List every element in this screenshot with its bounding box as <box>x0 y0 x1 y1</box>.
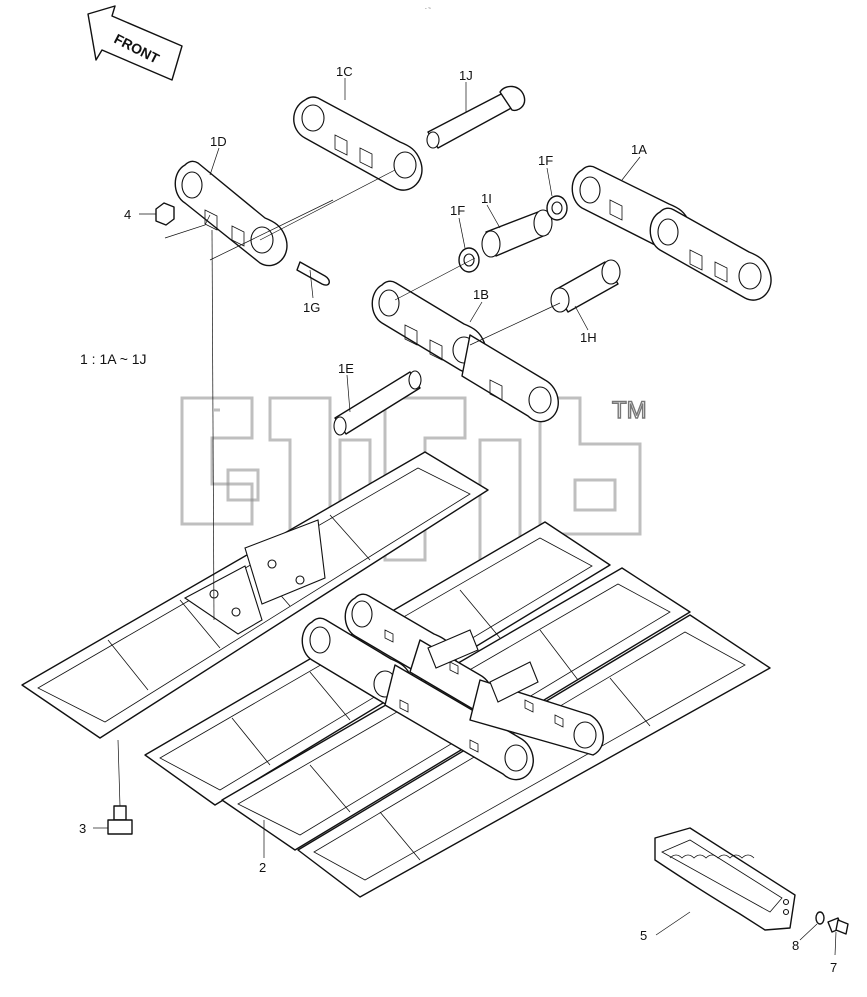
part-1J-pin <box>426 85 526 149</box>
part-1C-link <box>293 96 423 191</box>
trademark-mark: TM <box>612 397 647 424</box>
part-4-nut <box>155 202 175 226</box>
part-3-bolt <box>107 805 133 835</box>
callout-1D: 1D <box>210 134 227 149</box>
callout-5: 5 <box>640 928 647 943</box>
part-2-shoe-upper <box>21 451 489 739</box>
callout-1C: 1C <box>336 64 353 79</box>
callout-1E: 1E <box>338 361 354 376</box>
front-arrow: FRONT <box>87 5 183 81</box>
part-1A-link-pair <box>571 165 772 301</box>
part-7-bolt <box>827 917 849 935</box>
callout-8: 8 <box>792 938 799 953</box>
callout-3: 3 <box>79 821 86 836</box>
callout-1A: 1A <box>631 142 647 157</box>
part-1F-seal-a <box>458 247 480 273</box>
part-1G-cotter-pin <box>296 261 330 286</box>
callout-1G: 1G <box>303 300 320 315</box>
part-5-step <box>654 827 796 931</box>
callout-1J: 1J <box>459 68 473 83</box>
part-1E-pin <box>333 370 422 436</box>
assembled-chain <box>301 593 604 781</box>
callout-1I: 1I <box>481 191 492 206</box>
part-1B-link-pair <box>371 280 559 423</box>
part-1D-link <box>174 160 288 267</box>
callout-2: 2 <box>259 860 266 875</box>
callout-1F-a: 1F <box>450 203 465 218</box>
part-1H-bushing <box>550 259 621 313</box>
part-8-washer <box>815 911 825 925</box>
part-1I-bushing <box>481 209 553 258</box>
callout-1H: 1H <box>580 330 597 345</box>
callout-7: 7 <box>830 960 837 975</box>
callout-1B: 1B <box>473 287 489 302</box>
tiny-mark: - ~ <box>425 6 431 12</box>
callout-1F-b: 1F <box>538 153 553 168</box>
callout-4: 4 <box>124 207 131 222</box>
part-1F-seal-b <box>546 195 568 221</box>
callout-labels: 1C 1J 1D 4 1G 1F 1I 1F 1A 1B 1H 1E 3 2 5… <box>79 64 837 975</box>
ratio-note: 1 : 1A ~ 1J <box>80 351 147 367</box>
leader-lines <box>93 78 837 956</box>
